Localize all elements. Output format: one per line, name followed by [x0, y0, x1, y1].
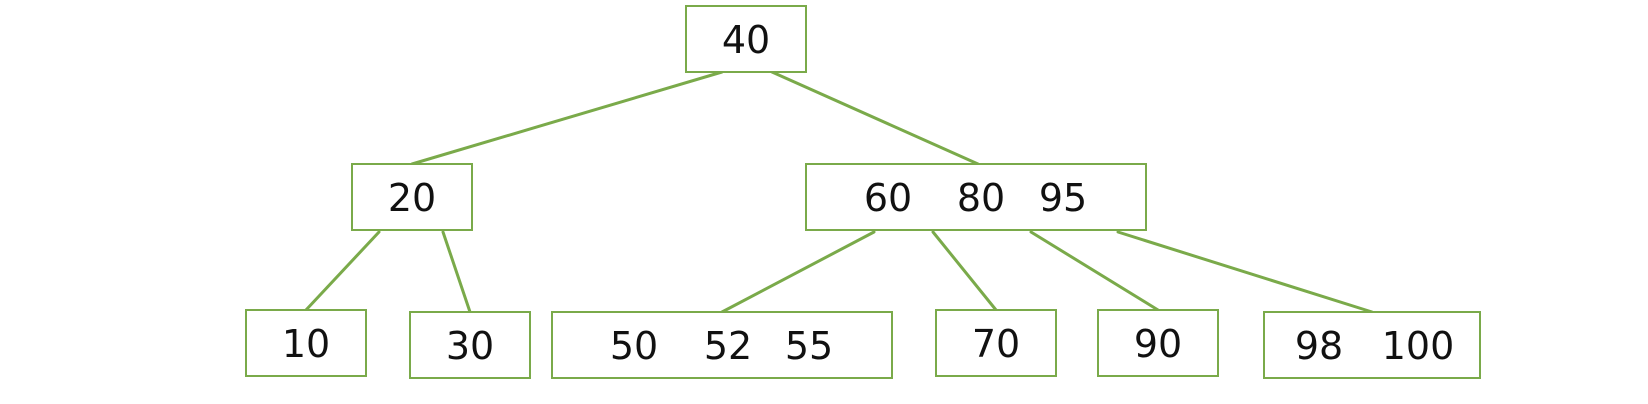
node-key: 98 [1295, 324, 1343, 368]
node-key: 10 [282, 322, 330, 366]
node-key: 90 [1134, 322, 1182, 366]
node-key: 60 [864, 176, 912, 220]
edge-40-to-20 [410, 70, 724, 166]
edge-60-80-95-to-90 [1029, 230, 1160, 312]
leaf-node-70: 70 [935, 309, 1057, 377]
node-key: 70 [972, 322, 1020, 366]
node-box [409, 311, 531, 379]
leaf-node-98-100: 98 100 [1263, 311, 1481, 379]
node-key: 40 [722, 18, 770, 62]
node-box [805, 163, 1147, 231]
node-box [551, 311, 893, 379]
edge-20-to-10 [304, 230, 381, 312]
internal-node-60-80-95: 60 80 95 [805, 163, 1147, 231]
edges [304, 70, 1374, 314]
node-key: 95 [1039, 176, 1087, 220]
node-box [351, 163, 473, 231]
leaf-node-90: 90 [1097, 309, 1219, 377]
node-key: 52 [704, 324, 752, 368]
node-key: 30 [446, 324, 494, 368]
edge-20-to-30 [441, 230, 472, 314]
node-key: 20 [388, 176, 436, 220]
node-key: 80 [957, 176, 1005, 220]
edge-60-80-95-to-50-52-55 [720, 230, 876, 314]
internal-node-20: 20 [351, 163, 473, 231]
edge-60-80-95-to-70 [931, 230, 998, 312]
node-box [1263, 311, 1481, 379]
node-box [685, 5, 807, 73]
node-box [245, 309, 367, 377]
leaf-node-30: 30 [409, 311, 531, 379]
node-key: 50 [610, 324, 658, 368]
root-node: 40 [685, 5, 807, 73]
leaf-node-50-52-55: 50 52 55 [551, 311, 893, 379]
edge-40-to-60-80-95 [770, 70, 980, 166]
edge-60-80-95-to-98-100 [1116, 230, 1374, 314]
node-key: 55 [785, 324, 833, 368]
node-box [935, 309, 1057, 377]
node-box [1097, 309, 1219, 377]
node-key: 100 [1382, 324, 1455, 368]
leaf-node-10: 10 [245, 309, 367, 377]
